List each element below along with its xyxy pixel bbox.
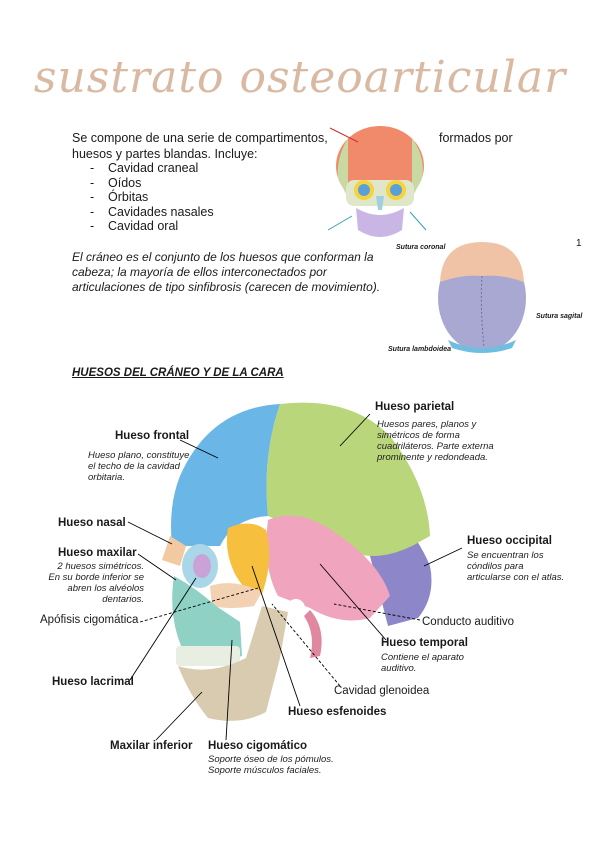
label-maxilar-inferior: Maxilar inferior xyxy=(110,740,193,752)
label-apofisis-cigomatica: Apófisis cigomática xyxy=(40,614,139,626)
label-hueso-maxilar: Hueso maxilar xyxy=(58,547,137,559)
label-hueso-temporal: Hueso temporal xyxy=(381,637,468,649)
label-sutura-lambdoidea: Sutura lambdoidea xyxy=(388,346,452,353)
label-hueso-parietal: Hueso parietal xyxy=(375,401,455,413)
label-hueso-nasal: Hueso nasal xyxy=(58,517,126,529)
label-hueso-frontal: Hueso frontal xyxy=(115,430,190,442)
list-item: Oídos xyxy=(90,176,214,191)
cranio-definition: El cráneo es el conjunto de los huesos q… xyxy=(72,250,381,294)
desc-hueso-frontal: Hueso plano, constituye el techo de la c… xyxy=(88,450,190,483)
label-cavidad-glenoidea: Cavidad glenoidea xyxy=(334,685,430,697)
desc-hueso-parietal: Huesos pares, planos y simétricos de for… xyxy=(377,419,494,463)
list-item: Cavidad craneal xyxy=(90,161,214,176)
label-sutura-coronal: Sutura coronal xyxy=(396,244,446,251)
list-item: Órbitas xyxy=(90,190,214,205)
intro-line-1: Se compone de una serie de compartimento… xyxy=(72,131,328,145)
label-hueso-occipital: Hueso occipital xyxy=(467,535,552,547)
label-conducto-auditivo: Conducto auditivo xyxy=(422,616,515,628)
intro-text: Se compone de una serie de compartimento… xyxy=(72,130,513,162)
leader-lines xyxy=(127,413,463,741)
label-hueso-cigomatico: Hueso cigomático xyxy=(208,740,308,752)
page-number: 1 xyxy=(576,238,582,249)
main-skull-illustration xyxy=(162,402,432,721)
desc-hueso-temporal: Contiene el aparato auditivo. xyxy=(381,652,464,674)
label-hueso-esfenoides: Hueso esfenoides xyxy=(288,706,387,718)
label-hueso-lacrimal: Hueso lacrimal xyxy=(52,676,134,688)
label-sutura-sagital: Sutura sagital xyxy=(536,313,583,320)
section-title: HUESOS DEL CRÁNEO Y DE LA CARA xyxy=(72,367,284,379)
front-skull-illustration xyxy=(327,126,427,237)
desc-hueso-maxilar: 2 huesos simétricos. En su borde inferio… xyxy=(48,561,144,605)
intro-line-1-right: formados por xyxy=(439,131,513,145)
list-item: Cavidad oral xyxy=(90,219,214,234)
top-skull-illustration xyxy=(438,242,526,353)
intro-list: Cavidad craneal Oídos Órbitas Cavidades … xyxy=(90,161,214,234)
intro-line-2: huesos y partes blandas. Incluye: xyxy=(72,147,258,161)
desc-hueso-cigomatico: Soporte óseo de los pómulos. Soporte mús… xyxy=(208,754,334,776)
page-title: sustrato osteoarticular xyxy=(33,52,567,103)
list-item: Cavidades nasales xyxy=(90,205,214,220)
desc-hueso-occipital: Se encuentran los cóndilos para articula… xyxy=(467,550,565,583)
